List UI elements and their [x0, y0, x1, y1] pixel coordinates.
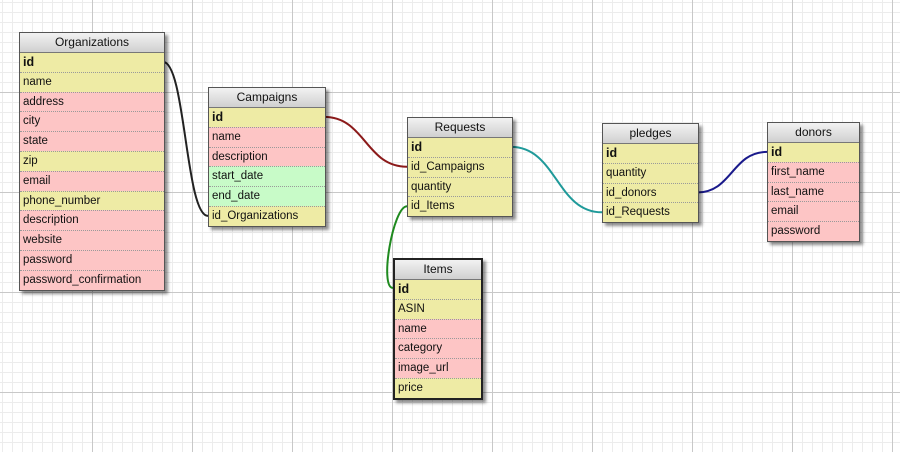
table-field[interactable]: description	[20, 210, 164, 231]
table-field[interactable]: password	[768, 221, 859, 241]
table-title[interactable]: Organizations	[20, 33, 164, 53]
table-title[interactable]: Items	[395, 260, 481, 280]
table-field[interactable]: password_confirmation	[20, 269, 164, 290]
relation-campaigns-requests	[323, 115, 408, 168]
table-field[interactable]: price	[395, 377, 481, 398]
table-field[interactable]: quantity	[603, 162, 698, 183]
table-field[interactable]: address	[20, 91, 164, 112]
table-field[interactable]: state	[20, 131, 164, 151]
primary-key-field[interactable]: id	[408, 138, 512, 157]
table-field[interactable]: first_name	[768, 161, 859, 182]
table-field[interactable]: website	[20, 230, 164, 250]
table-field[interactable]: category	[395, 338, 481, 359]
table-title[interactable]: donors	[768, 123, 859, 143]
table-field[interactable]: ASIN	[395, 298, 481, 319]
table-field[interactable]: id_Campaigns	[408, 156, 512, 177]
table-field[interactable]: city	[20, 111, 164, 132]
primary-key-field[interactable]: id	[395, 280, 481, 299]
table-field[interactable]: description	[209, 146, 325, 167]
table-field[interactable]: email	[20, 170, 164, 191]
table-field[interactable]: id_Organizations	[209, 205, 325, 226]
table-field[interactable]: last_name	[768, 181, 859, 202]
table-title[interactable]: Campaigns	[209, 88, 325, 108]
relation-requests-pledges	[510, 145, 603, 214]
table-field[interactable]: password	[20, 249, 164, 270]
primary-key-field[interactable]: id	[20, 53, 164, 72]
table-field[interactable]: name	[209, 126, 325, 147]
table-field[interactable]: quantity	[408, 176, 512, 197]
table-field[interactable]: name	[395, 318, 481, 339]
table-field[interactable]: id_Requests	[603, 202, 698, 223]
relation-organizations-campaigns	[162, 60, 209, 217]
table-title[interactable]: pledges	[603, 124, 698, 144]
primary-key-field[interactable]: id	[209, 108, 325, 127]
primary-key-field[interactable]: id	[603, 144, 698, 163]
table-field[interactable]: id_Items	[408, 196, 512, 217]
table-title[interactable]: Requests	[408, 118, 512, 138]
table-field[interactable]: start_date	[209, 166, 325, 187]
table-field[interactable]: zip	[20, 150, 164, 171]
table-field[interactable]: id_donors	[603, 182, 698, 203]
table-field[interactable]: name	[20, 71, 164, 92]
primary-key-field[interactable]: id	[768, 143, 859, 162]
relation-donors-pledges	[696, 150, 768, 194]
table-field[interactable]: phone_number	[20, 190, 164, 211]
table-field[interactable]: image_url	[395, 358, 481, 378]
table-field[interactable]: end_date	[209, 186, 325, 206]
table-field[interactable]: email	[768, 201, 859, 222]
